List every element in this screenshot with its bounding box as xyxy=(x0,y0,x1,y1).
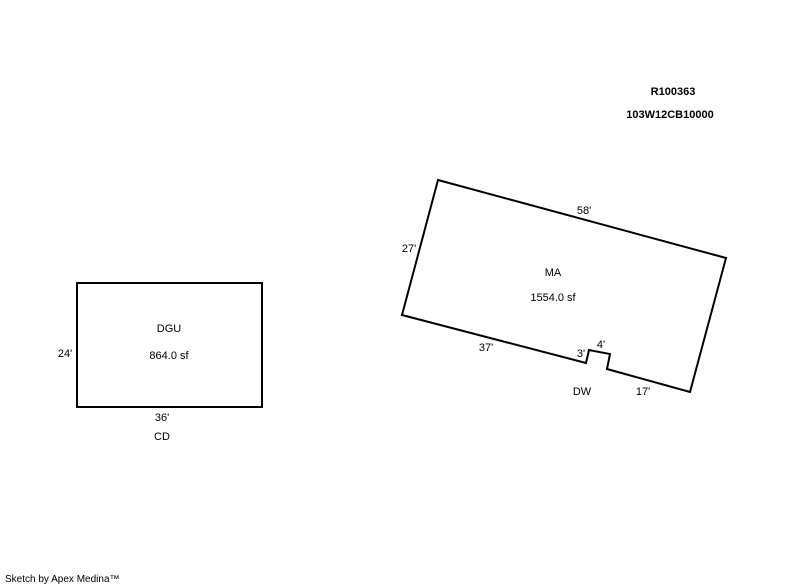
main-area-bottom-left-dimension: 37' xyxy=(479,342,493,354)
main-area-left-dimension: 27' xyxy=(402,243,416,255)
main-area-code: MA xyxy=(545,267,562,279)
map-number: 103W12CB10000 xyxy=(626,109,713,121)
garage-code: DGU xyxy=(157,323,182,335)
garage-outline xyxy=(76,282,263,408)
garage-left-dimension: 24' xyxy=(58,348,72,360)
main-area-notch-top-dimension: 4' xyxy=(597,339,605,351)
garage-area: 864.0 sf xyxy=(149,350,189,362)
sketch-credit: Sketch by Apex Medina™ xyxy=(5,574,120,585)
main-area-notch-dimension: 3' xyxy=(577,348,585,360)
main-area-area: 1554.0 sf xyxy=(530,292,576,304)
garage-bottom-dimension: 36' xyxy=(155,412,169,424)
main-area-top-dimension: 58' xyxy=(577,205,591,217)
main-area-notch-code: DW xyxy=(573,386,592,398)
parcel-id: R100363 xyxy=(651,86,696,98)
main-area-bottom-right-dimension: 17' xyxy=(636,386,650,398)
main-area-outline xyxy=(400,178,728,394)
garage-bottom-code: CD xyxy=(154,431,170,443)
